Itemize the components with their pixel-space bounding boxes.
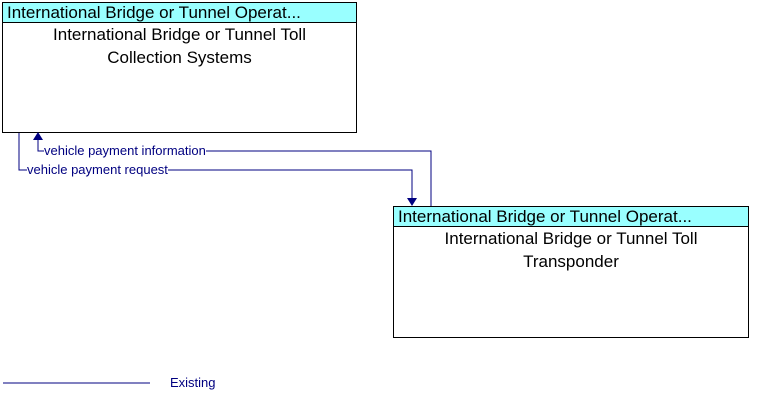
node-toll-collection-systems: International Bridge or Tunnel Operat...…	[2, 2, 357, 133]
node-title-line: International Bridge or Tunnel Toll	[53, 25, 306, 44]
node-title-line: Collection Systems	[107, 48, 252, 67]
node-title: International Bridge or Tunnel Toll Coll…	[3, 23, 356, 69]
node-title-line: International Bridge or Tunnel Toll	[444, 229, 698, 248]
node-header-owner: International Bridge or Tunnel Operat...	[394, 207, 748, 227]
flow-line-payment-information	[37, 139, 432, 206]
node-title-line: Transponder	[523, 252, 619, 271]
flow-label-payment-information: vehicle payment information	[44, 143, 206, 158]
node-header-owner: International Bridge or Tunnel Operat...	[3, 3, 356, 23]
node-title: International Bridge or Tunnel Toll Tran…	[394, 227, 748, 273]
legend-label-existing: Existing	[170, 375, 216, 390]
flow-line-payment-request	[18, 133, 413, 199]
arrowhead-icon	[33, 132, 43, 140]
arrowhead-icon	[407, 198, 417, 206]
flow-label-payment-request: vehicle payment request	[27, 162, 168, 177]
node-toll-transponder: International Bridge or Tunnel Operat...…	[393, 206, 749, 338]
